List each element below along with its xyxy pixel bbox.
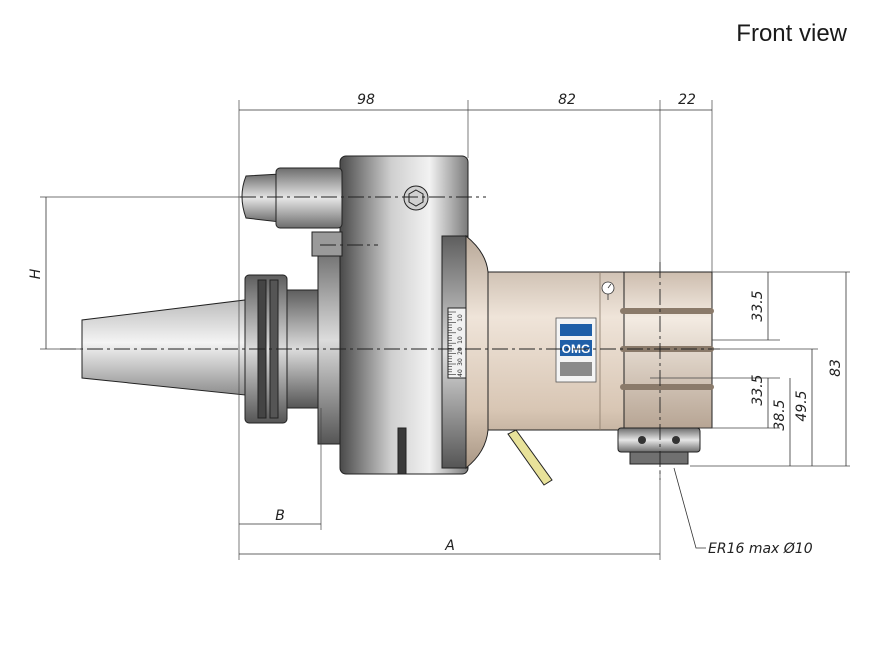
scale-label: 10: [457, 336, 464, 344]
dim-22: 22: [678, 92, 696, 108]
scale-label: 40: [457, 369, 464, 377]
adapter-body: [317, 155, 469, 475]
tool-shank: [81, 299, 246, 396]
right-dimensions: 33.5 33.5 38.5 49.5 83: [650, 271, 850, 467]
dim-49-5: 49.5: [794, 390, 810, 421]
dim-83: 83: [828, 359, 844, 377]
scale-label: 10: [457, 314, 464, 322]
angle-head-housing: [465, 234, 629, 470]
callout-text: ER16 max Ø10: [708, 541, 813, 557]
scale-label: 30: [457, 358, 464, 366]
stop-block: [241, 167, 429, 257]
dim-a: A: [444, 538, 455, 554]
coolant-pipe: [507, 429, 553, 486]
dim-b: B: [275, 508, 285, 524]
dim-33-5-top: 33.5: [750, 290, 766, 321]
angle-scale: 10 0 10 20 30 40: [447, 307, 467, 379]
dim-82: 82: [558, 92, 576, 108]
dim-38-5: 38.5: [772, 399, 788, 430]
h-dimension: H: [28, 196, 240, 350]
dim-98: 98: [357, 92, 375, 108]
dim-33-5-bottom: 33.5: [750, 374, 766, 405]
top-dimensions: 98 82 22: [238, 92, 713, 560]
er16-collet-nut: [617, 427, 701, 465]
spindle-block: [620, 271, 714, 429]
view-title: Front view: [736, 20, 847, 47]
collet-callout: ER16 max Ø10: [673, 467, 813, 557]
center-lines: [60, 196, 720, 480]
dial-gauge-icon: [601, 281, 615, 300]
hex-screw-icon: [403, 185, 429, 211]
dim-h: H: [28, 268, 44, 279]
scale-label: 0: [457, 327, 464, 331]
omg-logo-icon: OMG: [555, 317, 597, 383]
bottom-dimensions: B A: [239, 408, 661, 560]
scale-label: 20: [457, 347, 464, 355]
